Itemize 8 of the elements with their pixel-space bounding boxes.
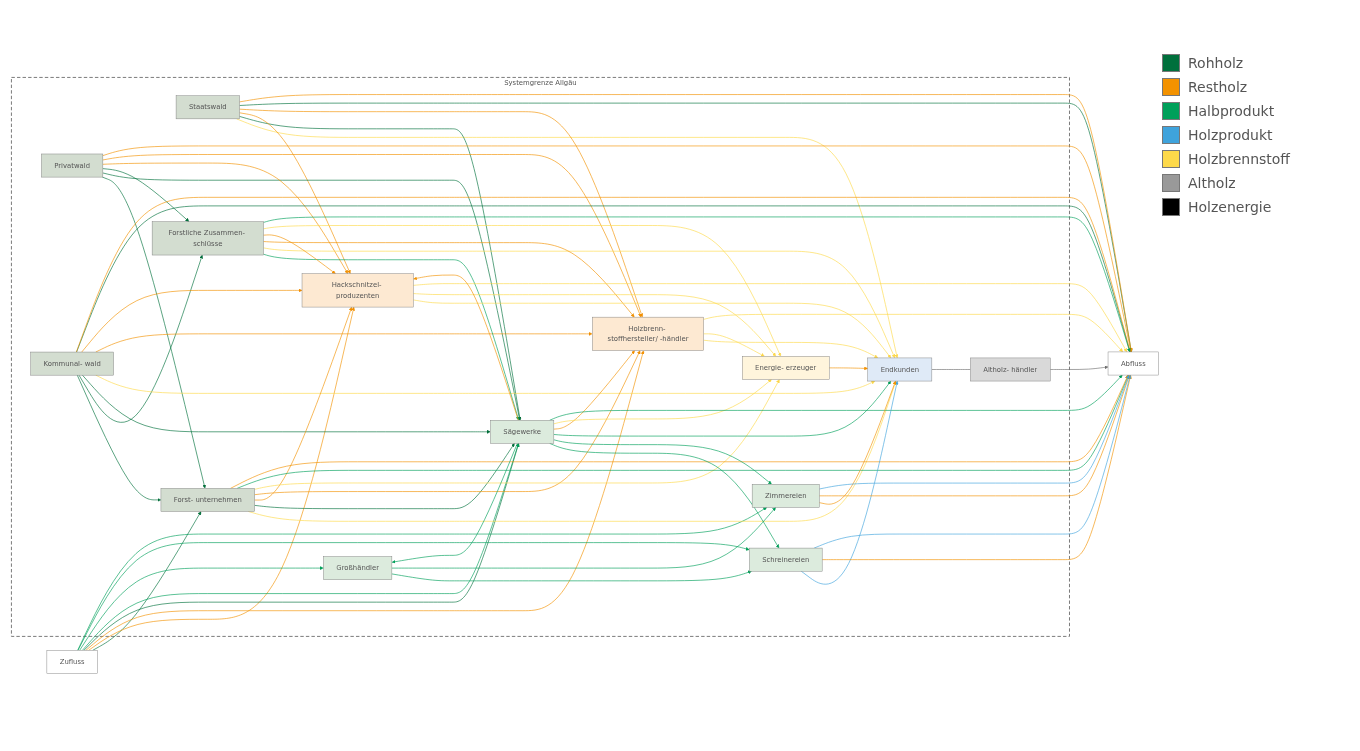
legend-label: Altholz — [1188, 175, 1236, 191]
legend-label: Holzprodukt — [1188, 127, 1273, 143]
legend-label: Rohholz — [1188, 55, 1244, 71]
legend-label: Holzenergie — [1188, 199, 1272, 215]
legend-label: Holzbrennstoff — [1188, 151, 1291, 167]
legend-label: Restholz — [1188, 79, 1248, 95]
connector — [931, 369, 971, 370]
legend-label: Halbprodukt — [1188, 103, 1275, 119]
